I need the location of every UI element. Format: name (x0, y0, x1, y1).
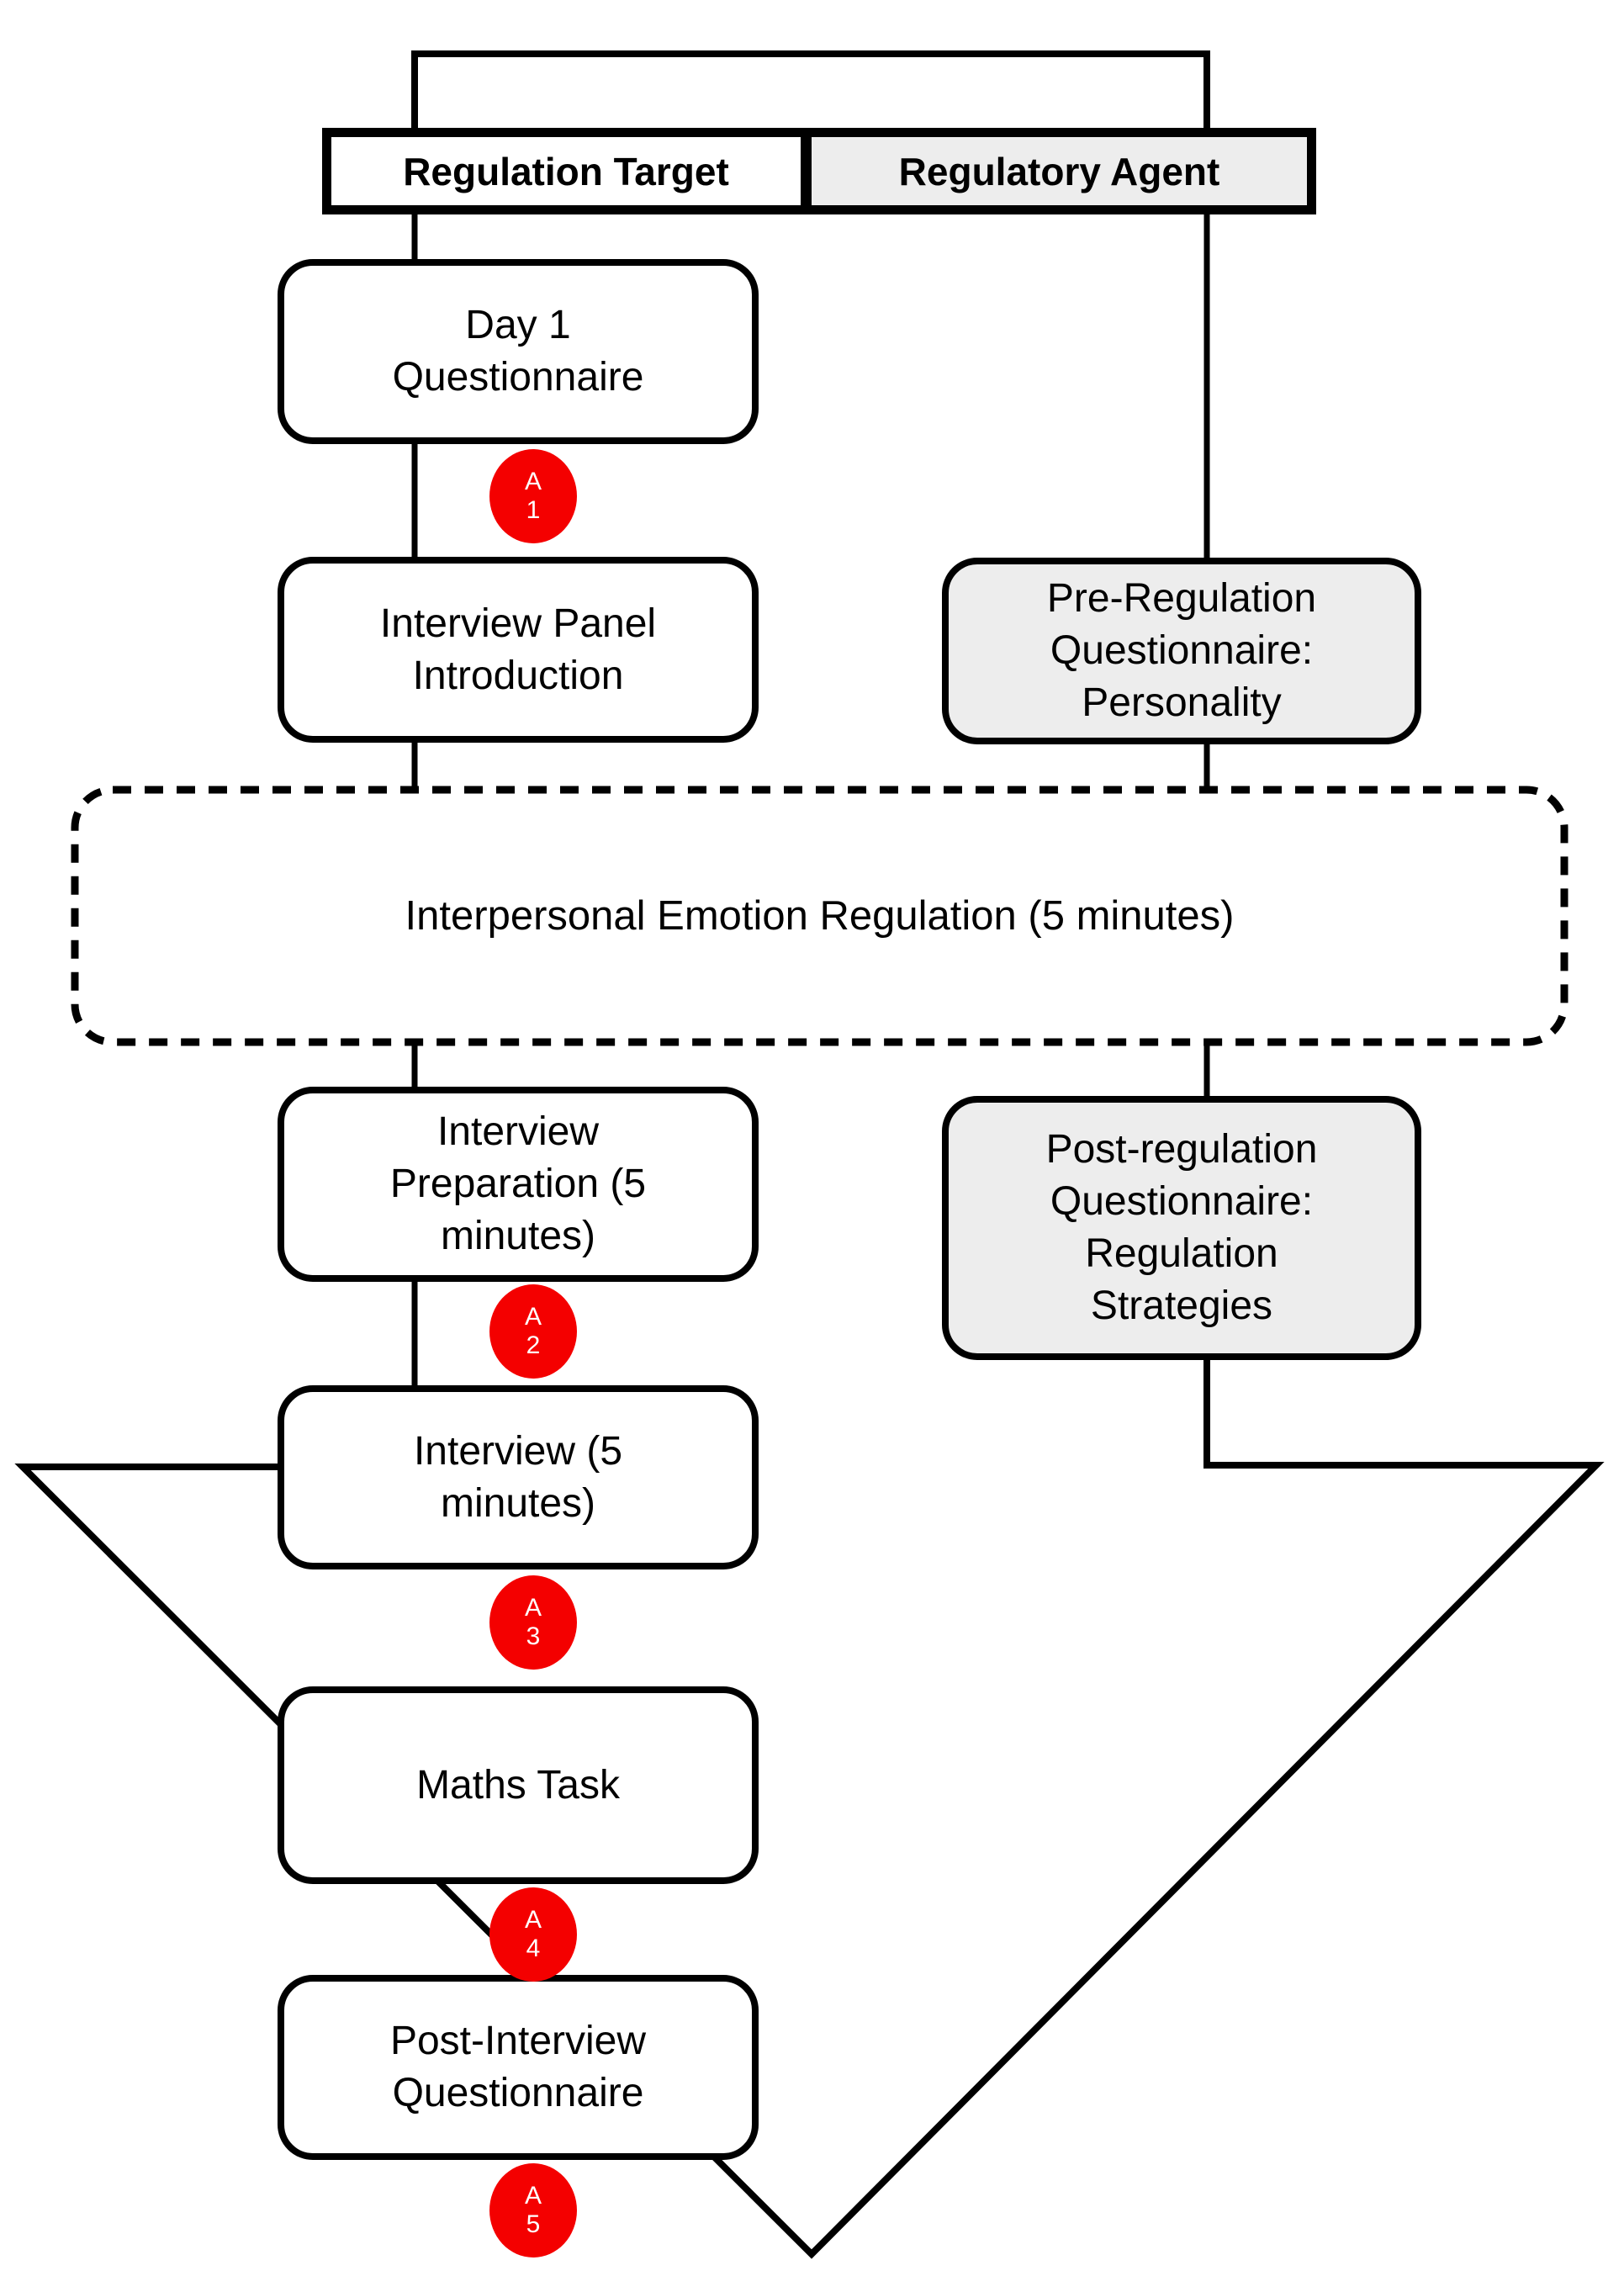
appendix-letter: A (524, 1594, 542, 1622)
appendix-number: 2 (526, 1331, 541, 1359)
step-maths-task: Maths Task (278, 1686, 759, 1884)
funnel-arrow-outline (14, 1357, 1605, 2259)
step-interview-panel-introduction: Interview Panel Introduction (278, 557, 759, 743)
column-header-row: Regulation Target Regulatory Agent (322, 128, 1316, 214)
appendix-number: 4 (526, 1935, 541, 1962)
step-day1-questionnaire: Day 1 Questionnaire (278, 259, 759, 444)
appendix-marker-a5: A 5 (489, 2163, 577, 2257)
header-regulation-target: Regulation Target (403, 149, 729, 193)
appendix-number: 5 (526, 2210, 541, 2238)
step-pre-regulation-questionnaire: Pre-Regulation Questionnaire: Personalit… (942, 558, 1421, 744)
step-interview-preparation: Interview Preparation (5 minutes) (278, 1087, 759, 1282)
shared-step-label: Interpersonal Emotion Regulation (5 minu… (405, 893, 1235, 939)
step-post-interview-questionnaire: Post-Interview Questionnaire (278, 1975, 759, 2160)
appendix-letter: A (524, 468, 542, 495)
top-bracket-line (411, 50, 1210, 133)
appendix-marker-a2: A 2 (489, 1284, 577, 1379)
appendix-marker-a4: A 4 (489, 1887, 577, 1982)
appendix-marker-a1: A 1 (489, 449, 577, 543)
appendix-letter: A (524, 1906, 542, 1934)
appendix-number: 3 (526, 1622, 541, 1650)
shared-step-dashed-border (71, 786, 1568, 1046)
step-interview: Interview (5 minutes) (278, 1385, 759, 1569)
appendix-marker-a3: A 3 (489, 1575, 577, 1670)
appendix-number: 1 (526, 496, 541, 524)
appendix-letter: A (524, 1303, 542, 1331)
header-regulatory-agent: Regulatory Agent (801, 137, 1307, 205)
appendix-letter: A (524, 2182, 542, 2210)
step-post-regulation-questionnaire: Post-regulation Questionnaire: Regulatio… (942, 1096, 1421, 1360)
